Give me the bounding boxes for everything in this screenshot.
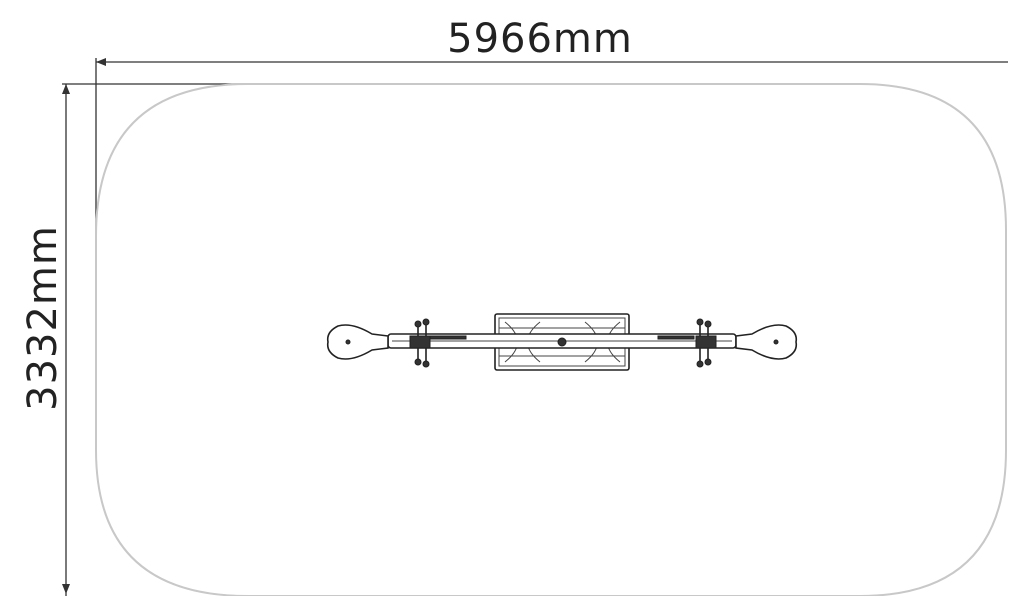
left-handle-grip-icon xyxy=(414,358,422,366)
right-handle-grip-icon xyxy=(696,360,704,368)
right-handle-mount xyxy=(695,335,717,349)
right-seat-bolt-icon xyxy=(773,339,779,345)
height-label: 3332mm xyxy=(20,225,66,411)
left-handle-grip-icon xyxy=(422,318,430,326)
height-arrow-top-icon xyxy=(62,84,70,94)
right-handle-assembly xyxy=(695,318,717,368)
left-handle-assembly xyxy=(409,318,431,368)
width-label: 5966mm xyxy=(447,16,633,62)
width-arrow-left-icon xyxy=(96,58,106,66)
pivot-bolt-icon xyxy=(557,337,567,347)
left-seat-bolt-icon xyxy=(345,339,351,345)
left-seat-shape xyxy=(326,324,389,360)
left-handle-grip-icon xyxy=(414,320,422,328)
right-seat xyxy=(735,324,798,360)
height-dimension: 3332mm xyxy=(20,83,248,596)
left-seat xyxy=(326,324,389,360)
left-handle-grip-icon xyxy=(422,360,430,368)
beam-detail-left xyxy=(429,335,467,340)
width-dimension: 5966mm xyxy=(95,16,1008,236)
safety-area-outline xyxy=(95,83,1007,596)
right-handle-grip-icon xyxy=(704,320,712,328)
height-arrow-bottom-icon xyxy=(62,584,70,594)
seesaw-equipment xyxy=(326,313,798,371)
right-seat-shape xyxy=(735,324,798,360)
left-handle-mount xyxy=(409,335,431,349)
right-handle-grip-icon xyxy=(696,318,704,326)
right-handle-grip-icon xyxy=(704,358,712,366)
beam-detail-right xyxy=(657,335,695,340)
